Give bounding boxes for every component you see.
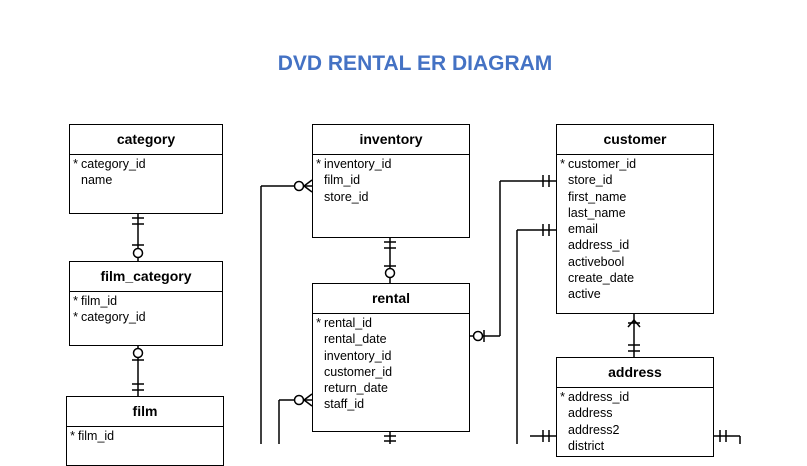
primary-key-marker: *: [560, 157, 565, 171]
field-row: address_id: [557, 237, 713, 253]
field-name: activebool: [568, 254, 625, 269]
field-name: address2: [568, 422, 620, 437]
field-name: address: [568, 406, 613, 421]
field-name: rental_date: [324, 332, 387, 347]
field-name: first_name: [568, 189, 627, 204]
entity-name: customer: [557, 125, 713, 155]
field-name: address_id: [568, 390, 630, 404]
field-row: film_id: [313, 172, 469, 188]
zero-symbol: [384, 267, 396, 279]
crow-foot: [303, 179, 313, 187]
crow-foot: [303, 399, 313, 407]
primary-key-marker: *: [560, 390, 565, 404]
relationship-lines: [132, 175, 741, 444]
zero-symbol: [132, 347, 144, 359]
diagram-title: DVD RENTAL ER DIAGRAM: [277, 52, 553, 75]
zero-symbol: [293, 180, 305, 192]
entity-name: inventory: [313, 125, 469, 155]
field-name: film_id: [81, 294, 118, 308]
field-name: customer_id: [324, 364, 393, 379]
field-row: inventory_id: [313, 348, 469, 364]
field-row: store_id: [313, 189, 469, 205]
primary-key-marker: *: [70, 429, 75, 443]
field-name: category_id: [81, 157, 146, 171]
crow-foot: [303, 185, 313, 193]
field-row: *rental_id: [313, 315, 469, 331]
field-row: *customer_id: [557, 156, 713, 172]
field-name: email: [568, 222, 598, 237]
field-row: address: [557, 405, 713, 421]
field-row: return_date: [313, 380, 469, 396]
field-row: *film_id: [70, 293, 222, 309]
entity-film-category: film_category*film_id*category_id: [69, 261, 223, 346]
field-row: activebool: [557, 254, 713, 270]
entity-name: rental: [313, 284, 469, 314]
zero-symbol: [132, 247, 144, 259]
field-row: customer_id: [313, 364, 469, 380]
primary-key-marker: *: [73, 310, 78, 325]
field-row: *category_id: [70, 309, 222, 325]
field-name: active: [568, 287, 601, 302]
crow-foot: [303, 393, 313, 401]
field-row: email: [557, 221, 713, 237]
field-name: inventory_id: [324, 348, 392, 363]
entity-name: film_category: [70, 262, 222, 292]
field-name: category_id: [81, 310, 146, 325]
field-name: address_id: [568, 238, 630, 253]
entity-name: film: [67, 397, 223, 427]
zero-symbol: [472, 330, 484, 342]
field-row: first_name: [557, 189, 713, 205]
entity-film: film*film_id: [66, 396, 224, 466]
field-name: staff_id: [324, 397, 365, 412]
primary-key-marker: *: [316, 316, 321, 330]
field-row: *inventory_id: [313, 156, 469, 172]
field-name: create_date: [568, 271, 635, 286]
field-row: active: [557, 286, 713, 302]
field-row: last_name: [557, 205, 713, 221]
entity-name: category: [70, 125, 222, 155]
field-name: district: [568, 438, 605, 453]
field-name: customer_id: [568, 157, 637, 171]
primary-key-marker: *: [73, 294, 78, 308]
primary-key-marker: *: [316, 157, 321, 171]
field-list: *film_id: [67, 427, 223, 444]
field-row: create_date: [557, 270, 713, 286]
field-row: *film_id: [67, 428, 223, 444]
entity-name: address: [557, 358, 713, 388]
field-name: store_id: [568, 173, 613, 188]
field-row: name: [70, 172, 222, 188]
field-name: film_id: [78, 429, 115, 443]
field-name: name: [81, 173, 113, 188]
primary-key-marker: *: [73, 157, 78, 171]
field-row: district: [557, 438, 713, 454]
field-row: store_id: [557, 172, 713, 188]
field-list: *film_id*category_id: [70, 292, 222, 326]
field-row: *category_id: [70, 156, 222, 172]
field-row: address2: [557, 422, 713, 438]
field-name: film_id: [324, 173, 361, 188]
field-row: rental_date: [313, 331, 469, 347]
field-name: rental_id: [324, 316, 372, 330]
field-name: inventory_id: [324, 157, 392, 171]
field-name: last_name: [568, 205, 626, 220]
field-name: store_id: [324, 189, 369, 204]
field-row: staff_id: [313, 396, 469, 412]
zero-symbol: [293, 394, 305, 406]
field-name: return_date: [324, 381, 388, 396]
field-row: *address_id: [557, 389, 713, 405]
